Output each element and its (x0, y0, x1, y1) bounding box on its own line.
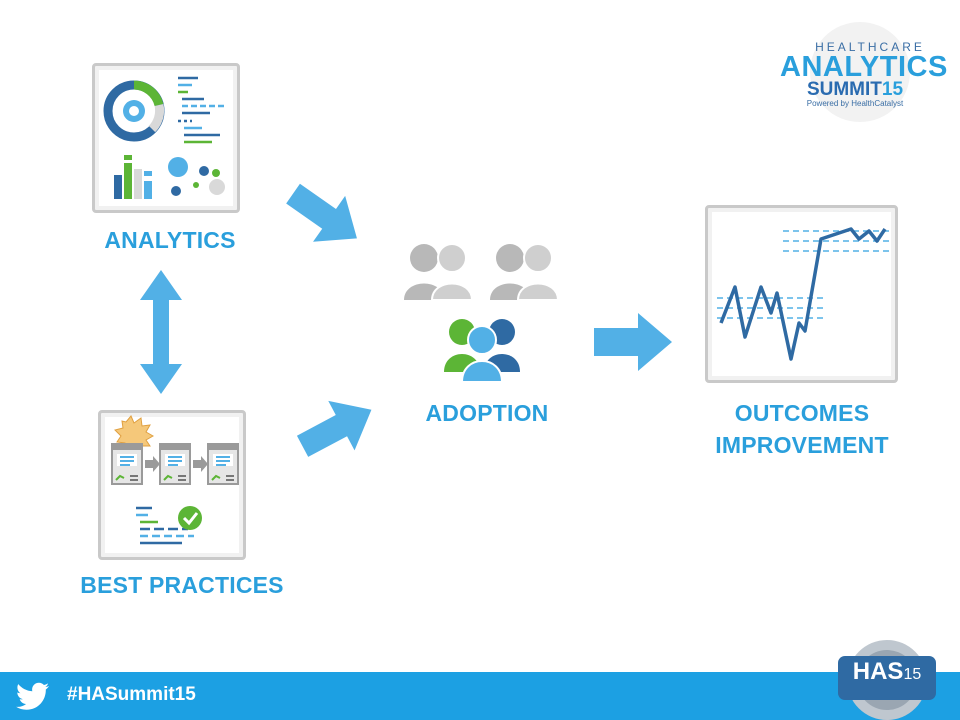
summit-logo (775, 20, 945, 125)
analytics-card (92, 63, 240, 213)
best-practices-label: BEST PRACTICES (80, 572, 284, 598)
footer-bar (0, 672, 960, 720)
logo-powered-text: Powered by HealthCatalyst (806, 99, 904, 108)
outcomes-card (705, 205, 898, 383)
arrow-up-right-icon (296, 400, 372, 457)
logo-analytics-text: ANALYTICS (780, 51, 948, 83)
line-chart-icon (717, 227, 890, 361)
outcomes-label-line2: IMPROVEMENT (715, 432, 889, 458)
double-arrow-icon (140, 270, 182, 394)
outcomes-label-line1: OUTCOMES (734, 400, 870, 426)
hashtag-text: #HASummit15 (67, 684, 196, 705)
adoption-label: ADOPTION (425, 400, 549, 426)
analytics-label: ANALYTICS (104, 227, 236, 253)
people-group-icon (404, 243, 560, 383)
logo-healthcare-text: HEALTHCARE (815, 40, 925, 54)
logo-summit-text: SUMMIT15 (806, 79, 904, 100)
arrow-down-right-icon (286, 183, 357, 242)
best-practices-card (98, 410, 246, 560)
twitter-bird-icon[interactable] (16, 682, 50, 710)
arrow-right-icon (594, 313, 672, 371)
has15-badge-icon (838, 640, 936, 720)
badge-text: HAS15 (852, 658, 922, 685)
workflow-checklist-icon (111, 415, 239, 545)
analytics-dashboard-icon (103, 76, 225, 199)
